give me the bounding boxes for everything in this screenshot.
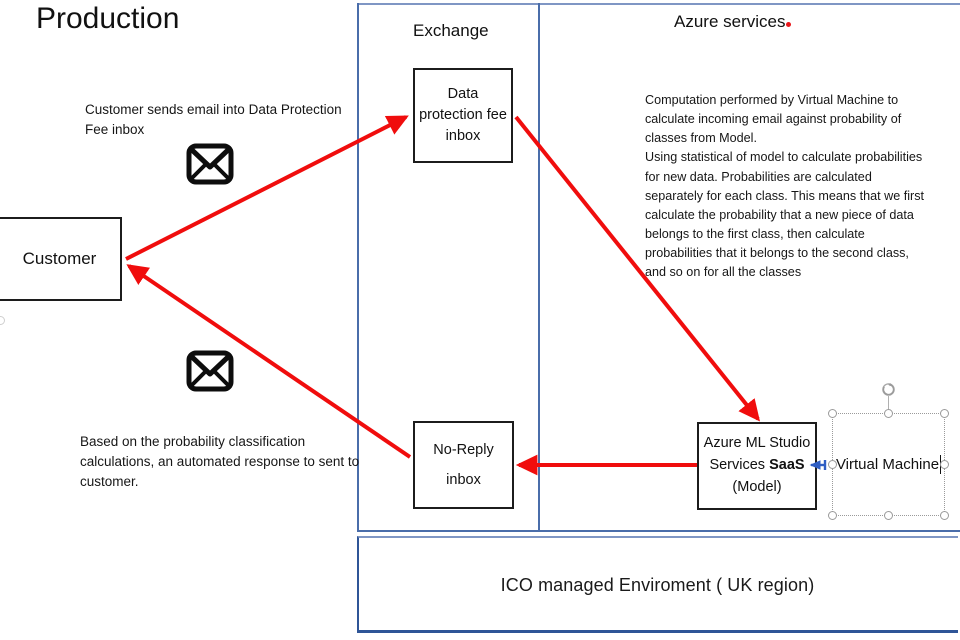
node-no-reply-inbox[interactable]: No-Reply inbox <box>413 421 514 509</box>
panel-title-azure: Azure services <box>674 12 792 32</box>
node-no-reply-inbox-label: No-Reply inbox <box>433 441 494 488</box>
note-azure-computation: Computation performed by Virtual Machine… <box>645 93 925 280</box>
selection-handle-bottom-center[interactable] <box>884 511 893 520</box>
panel-title-exchange-label: Exchange <box>413 21 489 40</box>
node-virtual-machine[interactable]: Virtual Machine <box>832 413 945 516</box>
panel-frame-divider <box>538 3 540 531</box>
node-data-protection-fee-inbox-label: Data protection fee inbox <box>419 85 507 144</box>
envelope-icon <box>186 143 234 185</box>
selection-handle-top-center[interactable] <box>884 409 893 418</box>
rotate-handle-icon[interactable] <box>881 382 896 397</box>
selection-handle-bottom-right[interactable] <box>940 511 949 520</box>
ico-managed-environment-box <box>357 536 958 633</box>
red-dot-icon <box>786 22 792 27</box>
node-data-protection-fee-inbox[interactable]: Data protection fee inbox <box>413 68 513 163</box>
arrow-noreply-to-customer <box>126 264 412 459</box>
panel-frame-top-border <box>357 3 960 5</box>
page-title: Production <box>36 2 180 35</box>
panel-title-exchange: Exchange <box>413 21 489 41</box>
selection-handle-top-right[interactable] <box>940 409 949 418</box>
selection-handle-artifact <box>0 316 5 325</box>
selection-handle-bottom-left[interactable] <box>828 511 837 520</box>
note-customer-sends: Customer sends email into Data Protectio… <box>85 102 342 137</box>
ico-managed-environment-label: ICO managed Enviroment ( UK region) <box>500 575 815 595</box>
selection-handle-middle-right[interactable] <box>940 460 949 469</box>
selection-handle-middle-left[interactable] <box>828 460 837 469</box>
ml-studio-saas: SaaS <box>769 457 805 474</box>
ml-studio-line-2-prefix: Services <box>709 457 770 474</box>
panel-title-azure-label: Azure services <box>674 12 786 31</box>
node-customer-label: Customer <box>22 248 97 268</box>
selection-handle-top-left[interactable] <box>828 409 837 418</box>
node-virtual-machine-label: Virtual Machine <box>835 456 940 473</box>
node-customer[interactable]: Customer <box>0 217 122 301</box>
envelope-icon <box>186 350 234 392</box>
panel-frame-bottom-border <box>357 530 960 532</box>
rotation-handle-stem <box>888 396 889 414</box>
ml-studio-line-3: (Model) <box>732 478 782 495</box>
ml-studio-line-1: Azure ML Studio <box>703 435 811 452</box>
note-automated-response: Based on the probability classification … <box>80 434 360 489</box>
